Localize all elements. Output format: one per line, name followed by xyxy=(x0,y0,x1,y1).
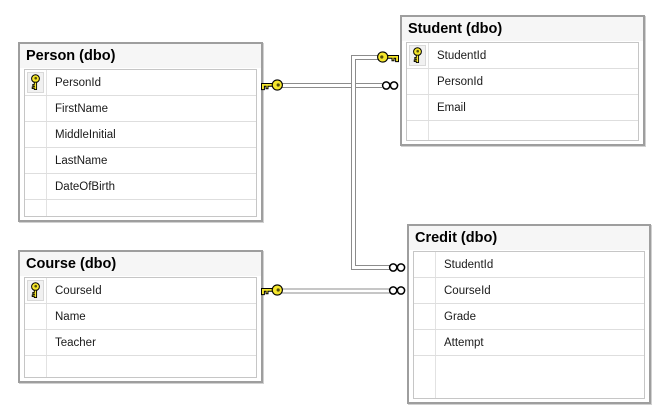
column-name: FirstName xyxy=(55,102,109,115)
column-row-teacher[interactable]: Teacher xyxy=(25,330,256,356)
column-row-studentid[interactable]: StudentId xyxy=(414,252,644,278)
column-name: MiddleInitial xyxy=(55,128,116,141)
column-row-personid[interactable]: PersonId xyxy=(407,69,638,95)
column-row-middleinitial[interactable]: MiddleInitial xyxy=(25,122,256,148)
primary-key-icon xyxy=(409,45,426,66)
icon-column-divider xyxy=(428,43,429,140)
icon-column-divider xyxy=(46,70,47,216)
column-name: PersonId xyxy=(55,76,102,89)
column-row-name[interactable]: Name xyxy=(25,304,256,330)
column-name: CourseId xyxy=(55,284,102,297)
table-student[interactable]: Student (dbo) StudentId PersonId xyxy=(400,15,645,146)
column-name: DateOfBirth xyxy=(55,180,116,193)
infinity-many-end-icon xyxy=(388,285,407,296)
table-credit[interactable]: Credit (dbo) StudentId CourseId Grade At… xyxy=(407,224,651,404)
table-student-grid: StudentId PersonId Email xyxy=(406,42,639,141)
table-person-grid: PersonId FirstName MiddleInitial LastNam… xyxy=(24,69,257,217)
column-name: Attempt xyxy=(444,336,484,349)
column-name: Name xyxy=(55,310,86,323)
table-person[interactable]: Person (dbo) PersonId FirstName xyxy=(18,42,263,222)
column-name: Email xyxy=(437,101,466,114)
table-course[interactable]: Course (dbo) CourseId Name Teach xyxy=(18,250,263,383)
column-row-studentid[interactable]: StudentId xyxy=(407,43,638,69)
table-person-title[interactable]: Person (dbo) xyxy=(20,44,261,68)
table-credit-title[interactable]: Credit (dbo) xyxy=(409,226,649,250)
column-row-grade[interactable]: Grade xyxy=(414,304,644,330)
key-one-end-icon xyxy=(376,51,400,64)
column-row-email[interactable]: Email xyxy=(407,95,638,121)
table-course-grid: CourseId Name Teacher xyxy=(24,277,257,378)
column-name: Grade xyxy=(444,310,476,323)
column-row-lastname[interactable]: LastName xyxy=(25,148,256,174)
table-student-title[interactable]: Student (dbo) xyxy=(402,17,643,41)
column-row-attempt[interactable]: Attempt xyxy=(414,330,644,356)
infinity-many-end-icon xyxy=(381,80,400,91)
primary-key-icon xyxy=(27,72,44,93)
key-one-end-icon xyxy=(260,284,284,297)
column-name: CourseId xyxy=(444,284,491,297)
table-credit-grid: StudentId CourseId Grade Attempt xyxy=(413,251,645,399)
table-course-title[interactable]: Course (dbo) xyxy=(20,252,261,276)
column-row-personid[interactable]: PersonId xyxy=(25,70,256,96)
icon-column-divider xyxy=(435,252,436,398)
column-name: StudentId xyxy=(444,258,494,271)
infinity-many-end-icon xyxy=(388,262,407,273)
icon-column-divider xyxy=(46,278,47,377)
column-row-firstname[interactable]: FirstName xyxy=(25,96,256,122)
column-row-dateofbirth[interactable]: DateOfBirth xyxy=(25,174,256,200)
primary-key-icon xyxy=(27,280,44,301)
column-name: Teacher xyxy=(55,336,96,349)
column-name: LastName xyxy=(55,154,108,167)
column-row-courseid[interactable]: CourseId xyxy=(25,278,256,304)
column-name: PersonId xyxy=(437,75,484,88)
key-one-end-icon xyxy=(260,79,284,92)
column-name: StudentId xyxy=(437,49,487,62)
column-row-courseid[interactable]: CourseId xyxy=(414,278,644,304)
